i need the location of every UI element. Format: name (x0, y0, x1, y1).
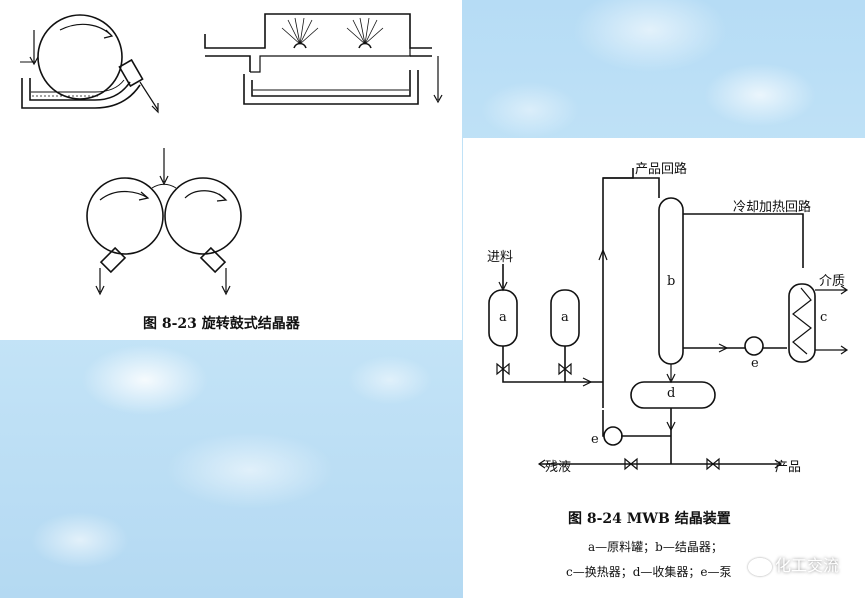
figure-8-23-panel: 图 8-23 旋转鼓式结晶器 (0, 0, 462, 340)
label-cooling-heating-loop: 冷却加热回路 (733, 200, 812, 215)
label-exchanger-c: c (820, 310, 828, 325)
figure-8-24-legend-line-1: a—原料罐；b—结晶器； (588, 540, 723, 554)
label-medium: 介质 (819, 274, 846, 289)
collector-d (630, 381, 716, 409)
label-tank-a-1: a (499, 310, 507, 325)
watermark: 化工交流 (747, 552, 839, 576)
label-tank-a-2: a (561, 310, 569, 325)
pump-e-left (603, 426, 623, 446)
figure-8-24-caption: 图 8-24 MWB 结晶装置 (568, 511, 731, 527)
single-drum-crystallizer (20, 14, 159, 114)
label-pump-e-left: e (591, 432, 599, 447)
valve-a2 (558, 362, 572, 376)
mwb-crystallizer-diagram (488, 168, 849, 471)
cooling-heating-loop (683, 213, 804, 268)
wechat-icon (747, 557, 772, 576)
heat-exchanger-c (788, 283, 816, 363)
figure-8-23-caption: 图 8-23 旋转鼓式结晶器 (143, 316, 300, 332)
tray-crystallizer (204, 13, 443, 105)
figure-8-24-legend-line-2: c—换热器；d—收集器；e—泵 (566, 565, 732, 579)
valve-a1 (496, 362, 510, 376)
label-pump-e-right: e (751, 356, 759, 371)
pump-e-right (744, 336, 764, 356)
label-crystallizer-b: b (667, 274, 676, 289)
twin-drum-crystallizer (86, 148, 242, 296)
product-loop-line (602, 168, 634, 408)
label-product-loop: 产品回路 (635, 162, 688, 177)
valve-product (706, 457, 720, 471)
label-residue: 残液 (545, 460, 572, 475)
figure-8-24-panel: 产品回路 冷却加热回路 进料 介质 残液 产品 a a b c d e e (463, 138, 865, 598)
label-product: 产品 (775, 460, 802, 475)
rotary-drum-diagrams (20, 13, 443, 296)
valve-residue (624, 457, 638, 471)
watermark-text: 化工交流 (774, 556, 839, 575)
label-feed: 进料 (487, 250, 514, 265)
label-collector-d: d (667, 386, 676, 401)
